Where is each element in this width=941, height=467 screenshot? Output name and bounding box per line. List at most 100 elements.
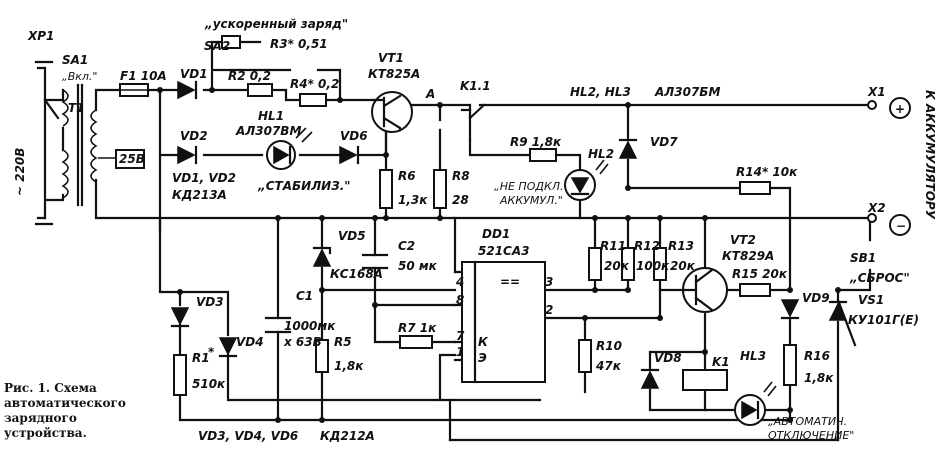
caption-line-1: Рис. 1. Схема xyxy=(4,381,97,395)
label-sa1-note: „Вкл." xyxy=(62,70,97,83)
resistor-r10 xyxy=(578,339,592,373)
resistor-r13 xyxy=(653,247,667,281)
diode-vd2 xyxy=(177,145,198,165)
label-vt2: VT2 xyxy=(730,233,756,247)
caption-line-3: зарядного xyxy=(4,411,77,425)
label-r6: R6 xyxy=(398,169,416,183)
label-r14: R14* 10к xyxy=(736,165,798,179)
label-fast-charge: „ускоренный заряд" xyxy=(204,17,348,31)
diode-vd8 xyxy=(640,368,660,389)
led-hl1 xyxy=(266,127,313,170)
label-node-a: А xyxy=(425,87,435,101)
capacitor-c1 xyxy=(264,316,292,334)
resistor-r14 xyxy=(739,181,771,195)
label-akkum: АККУМУЛ." xyxy=(499,194,563,207)
label-k1: K1 xyxy=(712,355,730,369)
resistor-r9 xyxy=(529,148,557,162)
label-r16: R16 xyxy=(804,349,830,363)
label-auto-1: „АВТОМАТИЧ. xyxy=(768,415,847,428)
wires xyxy=(34,40,872,442)
label-c1-val: 1000мк xyxy=(284,319,336,333)
diode-vd9 xyxy=(780,299,800,320)
terminal-x1 xyxy=(867,97,911,119)
diode-vd4 xyxy=(218,337,238,358)
label-vd1-vd2: VD1, VD2 xyxy=(172,171,236,185)
label-pin4: 4 xyxy=(455,275,464,289)
label-vd3: VD3 xyxy=(196,295,224,309)
label-r16-val: 1,8к xyxy=(804,371,834,385)
led-hl2 xyxy=(564,159,609,201)
thyristor-vs1 xyxy=(828,300,848,321)
label-t1: T1 xyxy=(68,101,85,115)
resistor-r7 xyxy=(399,335,433,349)
label-vd1: VD1 xyxy=(180,67,208,81)
label-r13-val: 20к xyxy=(670,259,696,273)
label-stab: „СТАБИЛИЗ." xyxy=(257,179,351,193)
label-r2: R2 0,2 xyxy=(228,69,271,83)
resistor-r2 xyxy=(247,83,273,97)
diode-vd3 xyxy=(170,307,190,328)
relay-contact-k1-1 xyxy=(460,103,486,142)
label-hl3: HL3 xyxy=(740,349,766,363)
label-r11-val: 20к xyxy=(604,259,630,273)
transistor-vt1 xyxy=(371,91,413,133)
resistors xyxy=(173,35,797,396)
diode-vd1 xyxy=(177,80,198,100)
tap-box xyxy=(115,149,145,169)
label-r12: R12 xyxy=(634,239,660,253)
transistor-vt2 xyxy=(682,267,728,313)
label-r15: R15 20к xyxy=(732,267,788,281)
switch-sa1 xyxy=(43,98,60,120)
label-vd2: VD2 xyxy=(180,129,208,143)
resistor-r1 xyxy=(173,354,187,396)
resistor-r5 xyxy=(315,339,329,373)
label-r4: R4* 0,2 xyxy=(290,77,339,91)
label-sa1: SA1 xyxy=(62,53,88,67)
transformer-t1 xyxy=(61,83,145,207)
capacitor-c2 xyxy=(361,253,389,270)
label-vd-list: VD3, VD4, VD6 xyxy=(198,429,298,443)
label-r1-val: 510к xyxy=(192,377,226,391)
label-pin1: 1 xyxy=(456,345,464,359)
label-pin7: 7 xyxy=(456,329,465,343)
label-vd9: VD9 xyxy=(802,291,830,305)
label-pin3: 3 xyxy=(545,275,553,289)
label-vd7: VD7 xyxy=(650,135,678,149)
label-vd8: VD8 xyxy=(654,351,682,365)
label-reset: „СБРОС" xyxy=(849,271,910,285)
label-not-connected: „НЕ ПОДКЛ. xyxy=(494,180,564,193)
label-xp1: XP1 xyxy=(27,29,54,43)
label-c2: C2 xyxy=(398,239,415,253)
label-x2: X2 xyxy=(867,201,886,215)
label-r5-val: 1,8к xyxy=(334,359,364,373)
led-hl3 xyxy=(734,381,777,426)
label-pin-k: К xyxy=(478,335,489,349)
label-vd4: VD4 xyxy=(236,335,264,349)
label-sb1: SB1 xyxy=(850,251,876,265)
label-chip-sym: == xyxy=(500,275,520,289)
diode-vd7 xyxy=(618,138,638,159)
label-x1: X1 xyxy=(867,85,886,99)
label-f1: F1 10А xyxy=(120,69,167,83)
label-hl1: HL1 xyxy=(258,109,284,123)
zener-vd5 xyxy=(312,246,332,267)
label-vd-type2: КД212А xyxy=(320,429,375,443)
resistor-r11 xyxy=(588,247,602,281)
label-r10: R10 xyxy=(596,339,622,353)
label-plus: + xyxy=(895,102,905,116)
label-vd6: VD6 xyxy=(340,129,368,143)
resistor-r3 xyxy=(221,35,241,49)
label-r5: R5 xyxy=(334,335,352,349)
resistor-r16 xyxy=(783,344,797,386)
diode-vd6 xyxy=(339,145,360,165)
label-hl2-hl3: HL2, HL3 xyxy=(570,85,631,99)
label-r3: R3* 0,51 xyxy=(270,37,328,51)
label-r10-val: 47к xyxy=(595,359,622,373)
label-r8-val: 28 xyxy=(452,193,469,207)
label-dd1: DD1 xyxy=(482,227,510,241)
label-to-battery: К АККУМУЛЯТОРУ xyxy=(923,90,937,220)
label-r8: R8 xyxy=(452,169,470,183)
label-r12-val: 100к xyxy=(636,259,670,273)
